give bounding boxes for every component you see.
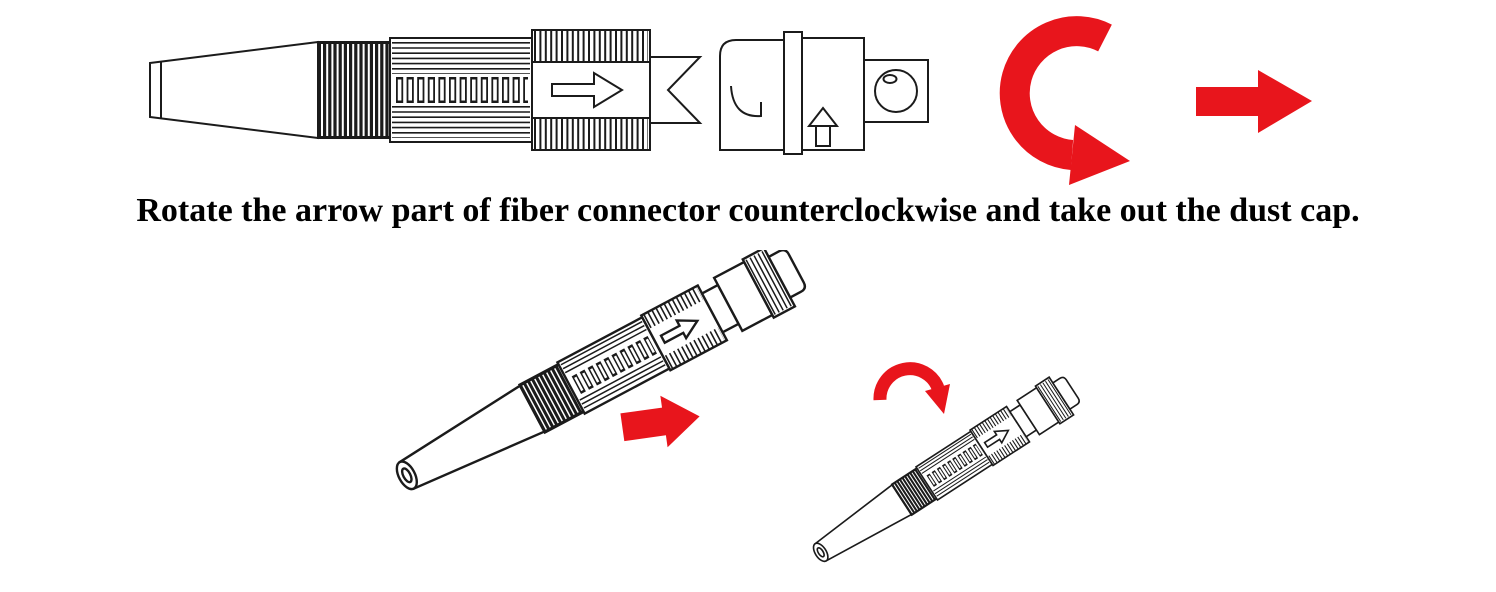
dust-cap-body bbox=[801, 37, 865, 151]
slotted-barrel bbox=[389, 37, 533, 143]
insert-arrow-icon bbox=[620, 395, 700, 448]
dust-cap-ring bbox=[783, 31, 803, 155]
ccw-arrow-head bbox=[1069, 125, 1130, 185]
rotate-arrow-arc bbox=[873, 362, 945, 401]
printed-arrow-icon bbox=[551, 71, 624, 109]
rotate-arrow-head bbox=[925, 384, 950, 414]
bayonet-slot bbox=[730, 85, 762, 118]
up-arrow-mark-stem bbox=[815, 125, 831, 147]
right-arrow-icon bbox=[1196, 70, 1312, 133]
assembled-connector-left bbox=[384, 250, 811, 508]
boot-body bbox=[149, 40, 319, 140]
dust-cap-assembly bbox=[719, 31, 929, 155]
exploded-connector-figure bbox=[149, 16, 1312, 185]
arrow-coupling-nut bbox=[531, 29, 651, 151]
ccw-arrow-arc bbox=[999, 16, 1112, 170]
assembled-connectors-figure bbox=[0, 250, 1496, 592]
ccw-rotation-arrow-icon bbox=[999, 16, 1130, 185]
dust-cap-ball-highlight bbox=[882, 74, 898, 84]
crimp-sleeve bbox=[317, 41, 391, 139]
instruction-text: Rotate the arrow part of fiber connector… bbox=[136, 192, 1360, 229]
dust-cap-ball bbox=[874, 69, 918, 113]
dust-cap-collar bbox=[719, 39, 785, 151]
ferrule-notch bbox=[649, 56, 703, 124]
rotate-arrow-icon bbox=[873, 362, 950, 414]
boot bbox=[149, 40, 319, 140]
